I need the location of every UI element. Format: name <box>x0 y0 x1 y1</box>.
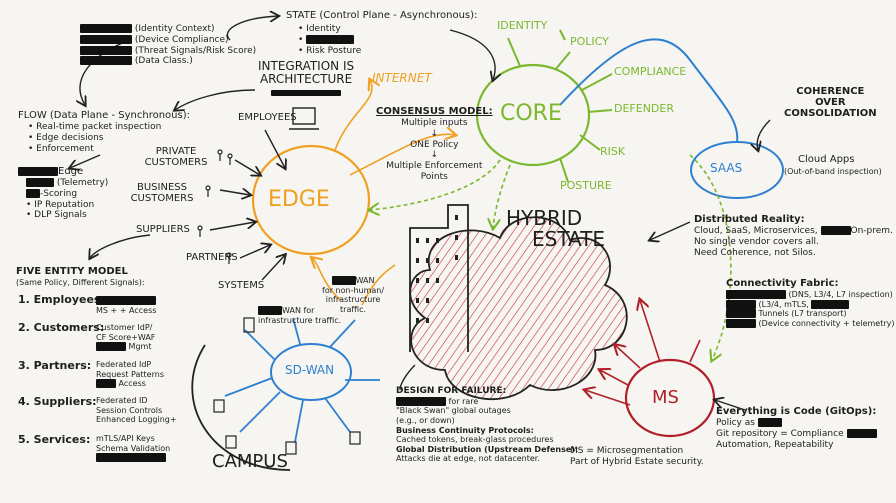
consensus-line: ONE Policy <box>410 139 459 150</box>
edge-signal-scoring: -Scoring <box>18 188 108 200</box>
flow-item: • Real-time packet inspection <box>28 122 162 132</box>
core-spoke-identity: IDENTITY <box>497 19 548 32</box>
core-spoke-policy: POLICY <box>570 35 609 48</box>
hybrid-cloud <box>409 216 628 401</box>
core-spoke-compliance: COMPLIANCE <box>614 65 687 78</box>
consensus-title: CONSENSUS MODEL: <box>376 106 493 117</box>
everything-code-block: Everything is Code (GitOps): Policy as G… <box>716 406 877 450</box>
connectivity-item: (DNS, L3/4, L7 inspection) <box>726 290 895 300</box>
state-item-identity: • Identity <box>298 24 341 34</box>
gd-title: Global Distribution (Upstream Defense): <box>396 444 579 454</box>
edge-signals-title: Edge <box>18 166 108 178</box>
connectivity-title: Connectivity Fabric: <box>726 278 839 289</box>
state-item-redacted: • <box>298 34 361 46</box>
core-label: CORE <box>500 101 562 126</box>
entity-employees: EMPLOYEES <box>238 112 297 123</box>
entity-row-label: 2. Customers: <box>18 321 105 334</box>
wan-nonhuman-label: WAN for non-human/ infrastructure traffi… <box>322 276 385 314</box>
edge-label: EDGE <box>268 187 330 212</box>
flow-title: FLOW (Data Plane - Synchronous): <box>18 110 190 121</box>
everything-code-line: Git repository = Compliance <box>716 428 877 440</box>
wan-infra-label: WAN for infrastructure traffic. <box>258 306 342 325</box>
state-item-risk: • Risk Posture <box>298 45 362 56</box>
distributed-block: Distributed Reality: Cloud, SaaS, Micros… <box>694 214 893 258</box>
flow-block: FLOW (Data Plane - Synchronous): • Real-… <box>18 110 190 154</box>
sdwan-circle <box>270 343 352 401</box>
entity-row-detail: mTLS/API Keys Schema Validation <box>96 434 170 463</box>
everything-code-line: Policy as <box>716 418 877 429</box>
connectivity-item: (Device connectivity + telemetry) <box>726 318 895 329</box>
consensus-block: CONSENSUS MODEL: Multiple inputs ↓ ONE P… <box>376 106 493 182</box>
core-spoke-risk: RISK <box>600 145 626 158</box>
entity-partners: PARTNERS <box>186 252 238 263</box>
entity-row-detail: Federated ID Session Controls Enhanced L… <box>96 396 177 425</box>
entity-row-label: 1. Employees: <box>18 293 105 306</box>
signal-device-compliance: (Device Compliance) <box>80 34 256 46</box>
entity-row-detail: Federated IdP Request Patterns Access <box>96 360 164 389</box>
design-failure-title: DESIGN FOR FAILURE: <box>396 386 507 396</box>
distributed-title: Distributed Reality: <box>694 214 805 225</box>
five-entity-title: FIVE ENTITY MODEL <box>16 266 128 277</box>
campus-label: CAMPUS <box>212 451 288 472</box>
flow-item: • Edge decisions <box>28 132 104 143</box>
bcp-title: Business Continuity Protocols: <box>396 425 534 435</box>
edge-circle <box>251 144 371 256</box>
ms-definition: MS = Microsegmentation Part of Hybrid Es… <box>570 446 704 467</box>
entity-business-customers: BUSINESS CUSTOMERS <box>130 182 194 204</box>
design-failure-block: DESIGN FOR FAILURE: for rare "Black Swan… <box>396 386 579 464</box>
core-circle <box>475 63 591 167</box>
internet-label: INTERNET <box>372 71 432 85</box>
integration-label: INTEGRATION IS ARCHITECTURE <box>258 59 354 100</box>
edge-signal-telemetry: (Telemetry) <box>18 178 108 189</box>
distributed-line3: Need Coherence, not Silos. <box>694 247 816 258</box>
coherence-label: COHERENCE OVER CONSOLIDATION <box>784 86 877 119</box>
entity-row-detail: Customer IdP/ CF Score+WAF Mgmt <box>96 323 156 352</box>
everything-code-line: Automation, Repeatability <box>716 439 834 450</box>
hybrid-estate-label: HYBRID ESTATE <box>506 206 605 251</box>
entity-row-label: 5. Services: <box>18 433 91 446</box>
saas-label: SAAS <box>710 161 743 175</box>
consensus-line: Multiple Enforcement <box>386 161 483 172</box>
entity-suppliers: SUPPLIERS <box>136 224 190 235</box>
entity-private-customers: PRIVATE CUSTOMERS <box>144 146 208 168</box>
connectivity-block: Connectivity Fabric: (DNS, L3/4, L7 insp… <box>726 278 895 328</box>
distributed-line1: Cloud, SaaS, Microservices, On-prem. <box>694 226 893 236</box>
core-spoke-posture: POSTURE <box>560 179 612 192</box>
saas-title: Cloud Apps <box>798 154 855 165</box>
saas-sub: (Out-of-band inspection) <box>784 167 882 176</box>
edge-signals: Edge (Telemetry) -Scoring • IP Reputatio… <box>18 166 108 221</box>
edge-signal-ip: • IP Reputation <box>26 199 95 210</box>
core-spoke-defender: DEFENDER <box>614 102 674 115</box>
connectivity-item: Tunnels (L7 transport) <box>726 309 895 319</box>
edge-signal-dlp: • DLP Signals <box>26 210 87 221</box>
flow-item: • Enforcement <box>28 143 94 154</box>
entity-row-label: 4. Suppliers: <box>18 395 97 408</box>
distributed-line2: No single vendor covers all. <box>694 236 819 247</box>
connectivity-item: (L3/4, mTLS, <box>726 299 895 310</box>
signal-data-class: (Data Class.) <box>80 56 256 67</box>
signal-threat: (Threat Signals/Risk Score) <box>80 45 256 57</box>
consensus-line: Multiple inputs <box>401 118 468 128</box>
core-spokes <box>507 29 613 183</box>
sdwan-spokes <box>224 317 380 443</box>
entity-row-label: 3. Partners: <box>18 359 92 372</box>
signal-identity-context: (Identity Context) <box>80 24 256 35</box>
ms-label: MS <box>652 387 679 408</box>
everything-code-title: Everything is Code (GitOps): <box>716 406 877 417</box>
sdwan-label: SD-WAN <box>285 363 335 377</box>
entity-systems: SYSTEMS <box>218 280 265 291</box>
entity-row-detail: MS + + Access <box>96 296 156 315</box>
five-entity-subtitle: (Same Policy, Different Signals): <box>16 278 145 287</box>
identity-signals-list: (Identity Context) (Device Compliance) (… <box>80 24 256 67</box>
state-title: STATE (Control Plane - Asynchronous): <box>286 10 478 21</box>
state-list: • Identity • • Risk Posture <box>298 24 361 56</box>
consensus-line: Points <box>420 171 448 182</box>
